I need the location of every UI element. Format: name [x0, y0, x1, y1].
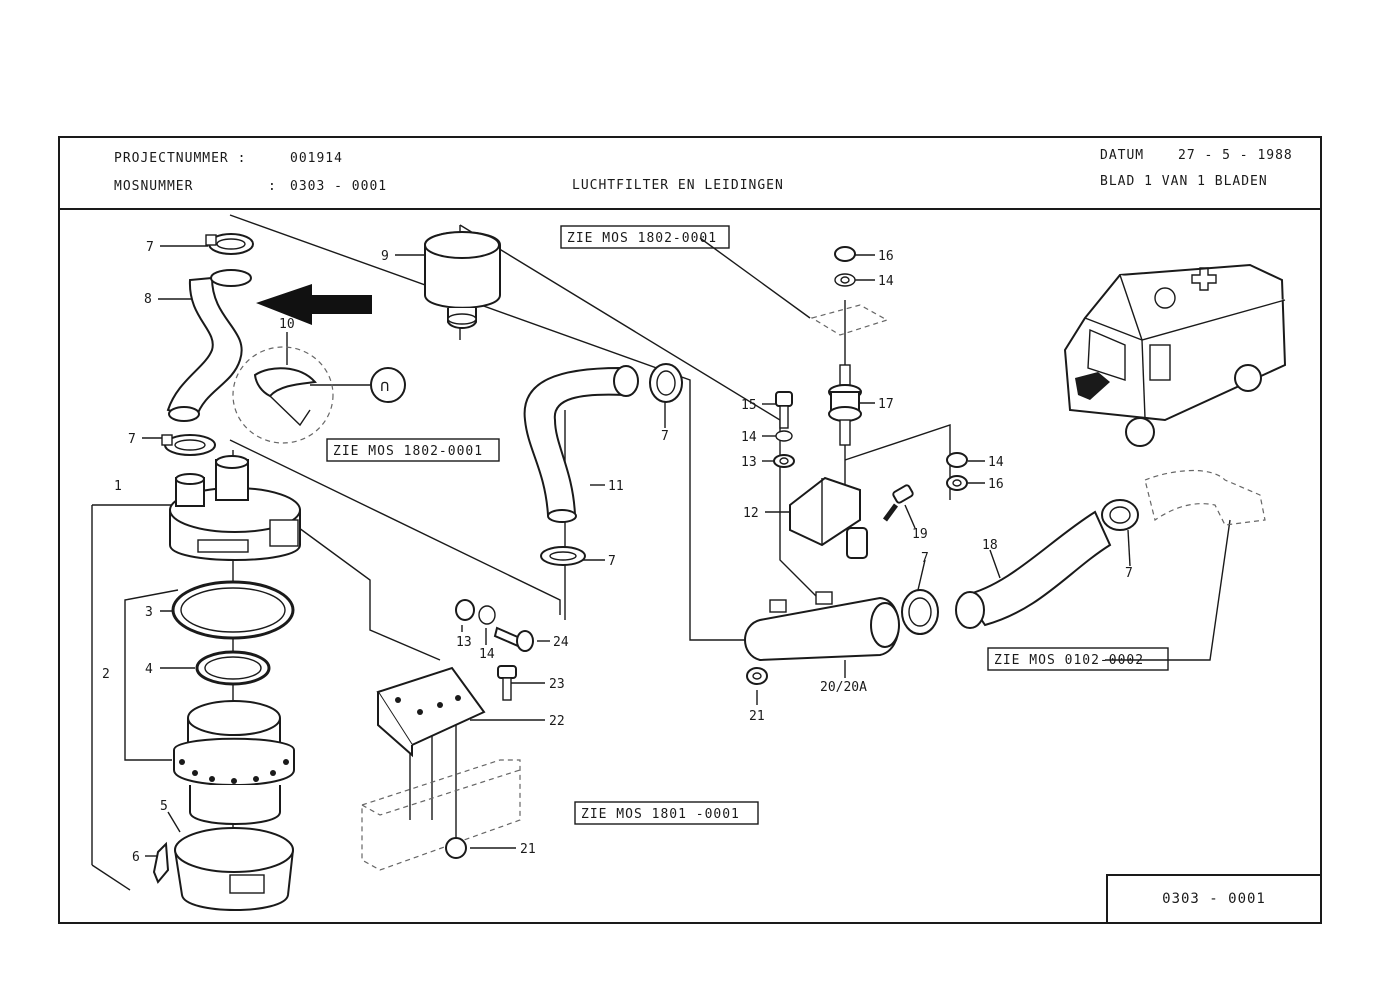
mos-number-label: MOSNUMMER [114, 179, 194, 194]
mos-number-value: 0303 - 0001 [290, 179, 388, 194]
callout: 6 [132, 850, 140, 865]
nut-washer-right [946, 452, 968, 491]
callout: 7 [661, 429, 669, 444]
reference-bottom: ZIE MOS 1801 -0001 [574, 801, 759, 825]
ambulance-van-icon [1063, 263, 1287, 447]
intake-silencer [744, 591, 900, 662]
filter-bowl [173, 827, 295, 911]
mounting-ghost-top [810, 304, 889, 336]
reference-top: ZIE MOS 1802-0001 [560, 225, 730, 249]
hose-clamp-top [205, 233, 254, 255]
footer-code: 0303 - 0001 [1162, 891, 1266, 907]
callout: 4 [145, 662, 153, 677]
callout: 9 [381, 249, 389, 264]
filter-cap [424, 231, 501, 329]
drawing-frame [58, 136, 1322, 924]
callout: 21 [749, 709, 765, 724]
svg-text:ZIE MOS 0102-0002: ZIE MOS 0102-0002 [994, 653, 1144, 668]
callout: 10 [279, 317, 295, 332]
callout: 5 [160, 799, 168, 814]
filter-housing-top [169, 455, 301, 561]
callout: 22 [549, 714, 565, 729]
retaining-clip [152, 841, 170, 884]
hose-clamp-far-right [1101, 499, 1139, 531]
mos-number-colon: : [268, 179, 277, 194]
callout: 14 [988, 455, 1004, 470]
hose-clamp-lower-mid [540, 546, 586, 566]
callout: 14 [878, 274, 894, 289]
callout: 7 [921, 551, 929, 566]
callout: 16 [988, 477, 1004, 492]
left-arrow-icon [256, 284, 372, 325]
air-hose-elbow [523, 365, 639, 523]
callout: 8 [144, 292, 152, 307]
callout: 17 [878, 397, 894, 412]
intake-ghost [1144, 470, 1266, 526]
callout: 24 [553, 635, 569, 650]
nut-21 [746, 667, 768, 685]
hose-clamp-silencer [901, 589, 939, 635]
callout: 7 [128, 432, 136, 447]
callout: 14 [741, 430, 757, 445]
bolt-19 [882, 484, 914, 522]
reference-middle: ZIE MOS 1802-0001 [326, 438, 500, 462]
callout: 13 [456, 635, 472, 650]
bolt-set-middle [773, 391, 795, 468]
air-hose-bend [166, 269, 252, 422]
air-hose-long [955, 510, 1112, 629]
callout: 13 [741, 455, 757, 470]
date-label: DATUM [1100, 148, 1145, 163]
callout: 12 [743, 506, 759, 521]
svg-text:ZIE MOS 1802-0001: ZIE MOS 1802-0001 [567, 231, 717, 246]
callout: 15 [741, 398, 757, 413]
callout: 7 [608, 554, 616, 569]
callout: 14 [479, 647, 495, 662]
callout: 7 [146, 240, 154, 255]
reference-right: ZIE MOS 0102-0002 [987, 647, 1169, 671]
callout: 1 [114, 479, 122, 494]
callout-numbers: 7 8 9 10 7 1 3 4 2 5 6 11 7 7 15 14 13 1… [102, 240, 1133, 865]
footer-code-box: 0303 - 0001 [1106, 874, 1322, 924]
callout: 2 [102, 667, 110, 682]
filter-element [173, 700, 295, 825]
callout: 21 [520, 842, 536, 857]
svg-text:∩: ∩ [380, 376, 390, 395]
callout: 7 [1125, 566, 1133, 581]
callout: 20/20A [820, 680, 867, 695]
support-bracket [376, 666, 486, 758]
title-block [58, 136, 1322, 210]
mounting-bracket [789, 476, 868, 559]
sheet-count: BLAD 1 VAN 1 BLADEN [1100, 174, 1268, 189]
hose-clip-detail: ∩ [232, 346, 406, 444]
callout: 23 [549, 677, 565, 692]
callout: 18 [982, 538, 998, 553]
rubber-mount [828, 364, 862, 446]
hose-clamp-left [161, 434, 216, 456]
svg-text:ZIE MOS 1801 -0001: ZIE MOS 1801 -0001 [581, 807, 740, 822]
callout: 19 [912, 527, 928, 542]
svg-text:ZIE MOS 1802-0001: ZIE MOS 1802-0001 [333, 444, 483, 459]
hose-clamp-upper-mid [649, 363, 683, 403]
callout-leaders [142, 245, 1131, 857]
callout: 16 [878, 249, 894, 264]
date-value: 27 - 5 - 1988 [1178, 148, 1293, 163]
callout: 11 [608, 479, 624, 494]
bolt-set-lower [455, 599, 534, 701]
drawing-title: LUCHTFILTER EN LEIDINGEN [572, 178, 784, 193]
project-number-label: PROJECTNUMMER : [114, 151, 247, 166]
project-number-value: 001914 [290, 151, 343, 166]
callout: 3 [145, 605, 153, 620]
nut-washer-top [834, 246, 856, 287]
base-ghost [361, 759, 521, 871]
